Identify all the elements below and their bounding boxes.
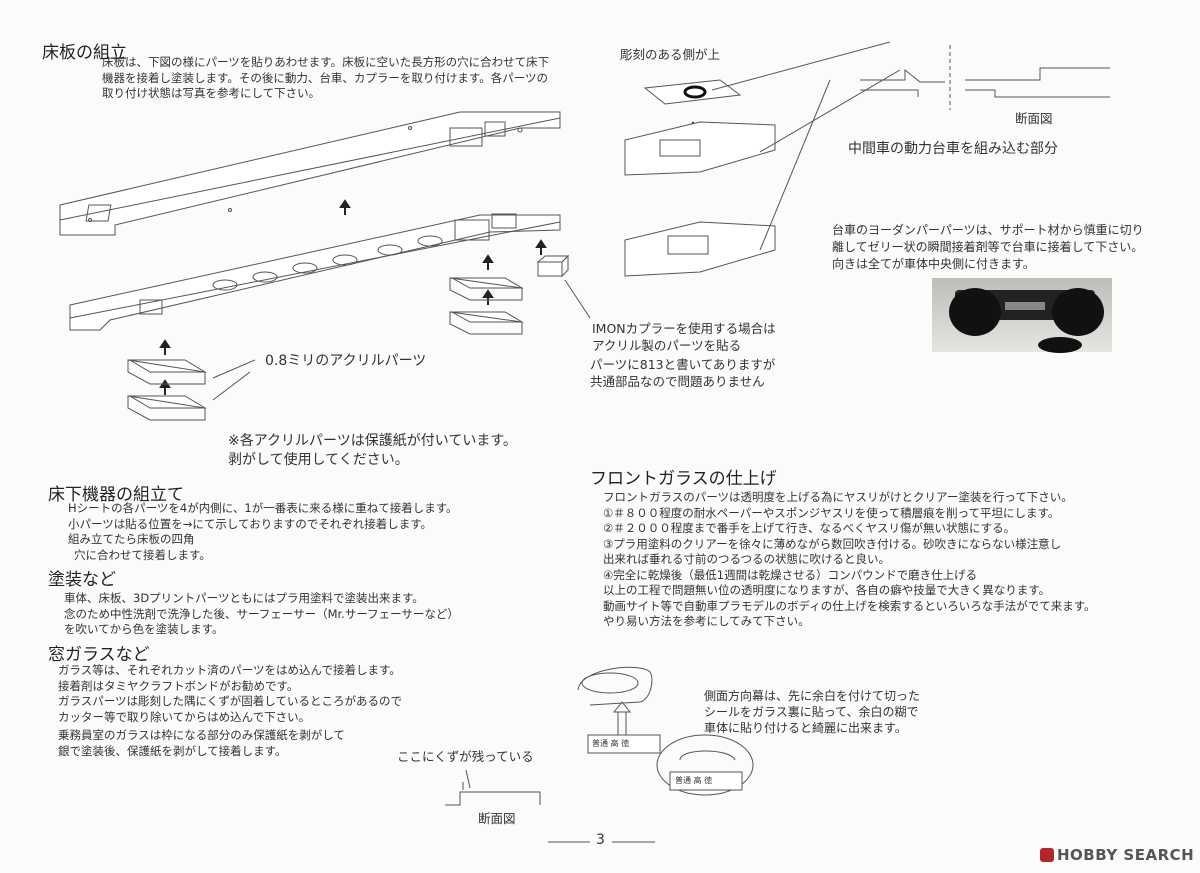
glass-body: ガラス等は、それぞれカット済のパーツをはめ込んで接着します。 接着剤はタミヤクラ… xyxy=(58,663,402,759)
hobbysearch-logo-icon xyxy=(1040,848,1054,862)
side-sign-illustration xyxy=(577,666,754,796)
protective-paper-note: ※各アクリルパーツは保護紙が付いています。 剥がして使用してください。 xyxy=(228,432,517,470)
bogie-note: 台車のヨーダンパーパーツは、サポート材から慎重に切り 離してゼリー状の瞬間接着剤… xyxy=(832,222,1144,273)
sign-sticker-text-inset: 普通 高 徳 xyxy=(675,776,713,785)
glass-line: ガラスパーツは彫刻した隅にくずが固着しているところがあるので xyxy=(58,694,402,708)
protective-note-line: 剥がして使用してください。 xyxy=(228,452,409,468)
engraved-side-label: 彫刻のある側が上 xyxy=(620,47,721,62)
page-number: 3 xyxy=(596,832,605,848)
painting-title: 塗装など xyxy=(48,570,116,590)
side-sign-line: 車体に貼り付けると綺麗に出来ます。 xyxy=(704,721,907,735)
painting-body: 車体、床板、3Dプリントパーツともにはプラ用塗料で塗装出来ます。 念のため中性洗… xyxy=(64,591,459,638)
underfloor-body: Hシートの各パーツを4が内側に、1が一番表に来る様に重ねて接着します。 小パーツ… xyxy=(68,501,458,563)
imon-coupler-note: IMONカプラーを使用する場合は アクリル製のパーツを貼る xyxy=(592,320,776,354)
underfloor-line: 組み立てたら床板の四角 xyxy=(68,532,195,546)
cross-section-top-label: 断面図 xyxy=(1015,111,1053,126)
bogie-note-line: 離してゼリー状の瞬間接着剤等で台車に接着して下さい。 xyxy=(832,240,1144,254)
front-glass-line: 出来れば垂れる寸前のつるつるの状態に吹けると良い。 xyxy=(603,552,891,566)
floor-line: 床板は、下図の様にパーツを貼りあわせます。床板に空いた長方形の穴に合わせて床下 xyxy=(102,55,550,69)
front-glass-line: ①＃８００程度の耐水ペーパーやスポンジヤスリを使って積層痕を削って平坦にします。 xyxy=(603,505,1060,520)
underfloor-line: Hシートの各パーツを4が内側に、1が一番表に来る様に重ねて接着します。 xyxy=(68,501,458,515)
painting-line: 念のため中性洗剤で洗浄した後、サーフェーサー（Mr.サーフェーサーなど） xyxy=(64,606,459,621)
acrylic-parts-label: 0.8ミリのアクリルパーツ xyxy=(265,353,427,369)
floor-line: 取り付け状態は写真を参考にして下さい。 xyxy=(102,86,321,100)
front-glass-line: やり易い方法を参考にしてみて下さい。 xyxy=(603,614,810,628)
front-glass-line: ④完全に乾燥後（最低1週間は乾燥させる）コンパウンドで磨き仕上げる xyxy=(603,567,978,582)
glass-line: カッター等で取り除いてからはめ込んで下さい。 xyxy=(58,709,311,724)
acrylic-plates-left xyxy=(127,359,207,421)
bogie-note-line: 向きは全てが車体中央側に付きます。 xyxy=(832,257,1035,271)
cross-section-top xyxy=(860,45,1110,110)
sign-sticker-text: 普通 高 徳 xyxy=(592,739,630,748)
parts-813-note: パーツに813と書いてありますが 共通部品なので問題ありません xyxy=(590,356,775,390)
glass-line: ガラス等は、それぞれカット済のパーツをはめ込んで接着します。 xyxy=(58,663,401,677)
glass-title: 窓ガラスなど xyxy=(48,645,150,665)
acrylic-plates-right xyxy=(449,254,570,335)
underfloor-title: 床下機器の組立て xyxy=(48,485,184,505)
bogie-note-line: 台車のヨーダンパーパーツは、サポート材から慎重に切り xyxy=(832,223,1144,237)
parts-813-line: パーツに813と書いてありますが xyxy=(590,357,776,372)
floor-title: 床板の組立 xyxy=(42,43,127,63)
protective-note-line: ※各アクリルパーツは保護紙が付いています。 xyxy=(228,433,517,449)
side-sign-note: 側面方向幕は、先に余白を付けて切った シールをガラス裏に貼って、余白の糊で 車体… xyxy=(704,688,920,736)
watermark: HOBBY SEARCH xyxy=(1040,846,1194,864)
front-glass-line: ②＃２０００程度まで番手を上げて行き、なるべくヤスリ傷が無い状態にする。 xyxy=(603,521,1016,535)
underfloor-line: 小パーツは貼る位置を→にて示しておりますのでそれぞれ接着します。 xyxy=(68,516,433,531)
front-glass-line: 動画サイト等で自動車プラモデルのボディの仕上げを検索するといろいろな手法がでて来… xyxy=(603,598,1096,613)
top-detail-plate xyxy=(624,41,901,277)
front-glass-body: フロントガラスのパーツは透明度を上げる為にヤスリがけとクリアー塗装を行って下さい… xyxy=(603,490,1096,630)
watermark-text: HOBBY SEARCH xyxy=(1057,846,1195,864)
floor-plate-lower xyxy=(69,213,561,331)
cross-section-bottom-label: 断面図 xyxy=(478,811,516,826)
bogie-photo xyxy=(932,278,1112,353)
cross-section-bottom xyxy=(445,769,541,806)
floor-plate-upper xyxy=(59,111,561,236)
glass-line: 接着剤はタミヤクラフトボンドがお勧めです。 xyxy=(58,678,299,693)
glass-line: 銀で塗装後、保護紙を剥がして接着します。 xyxy=(58,743,287,758)
underfloor-line: 穴に合わせて接着します。 xyxy=(74,547,211,562)
floor-body: 床板は、下図の様にパーツを貼りあわせます。床板に空いた長方形の穴に合わせて床下 … xyxy=(102,55,549,102)
side-sign-line: 側面方向幕は、先に余白を付けて切った xyxy=(704,689,921,703)
front-glass-title: フロントガラスの仕上げ xyxy=(590,469,777,489)
motor-bogie-label: 中間車の動力台車を組み込む部分 xyxy=(848,141,1058,157)
floor-line: 機器を接着し塗装します。その後に動力、台車、カプラーを取り付けます。各パーツの xyxy=(102,70,548,85)
side-sign-line: シールをガラス裏に貼って、余白の糊で xyxy=(704,705,919,719)
painting-line: を吹いてから色を塗装します。 xyxy=(64,622,224,636)
imon-coupler-line: アクリル製のパーツを貼る xyxy=(592,338,742,353)
front-glass-line: 以上の工程で問題無い位の透明度になりますが、各自の癖や技量で大きく異なります。 xyxy=(603,583,1051,597)
parts-813-line: 共通部品なので問題ありません xyxy=(590,374,765,389)
front-glass-line: ③プラ用塗料のクリアーを徐々に薄めながら数回吹き付ける。砂吹きにならない様注意し xyxy=(603,536,1062,551)
painting-line: 車体、床板、3Dプリントパーツともにはプラ用塗料で塗装出来ます。 xyxy=(64,591,424,605)
glass-line: 乗務員室のガラスは枠になる部分のみ保護紙を剥がして xyxy=(58,728,345,742)
front-glass-line: フロントガラスのパーツは透明度を上げる為にヤスリがけとクリアー塗装を行って下さい… xyxy=(603,490,1073,504)
imon-coupler-line: IMONカプラーを使用する場合は xyxy=(592,321,776,336)
debris-remains-label: ここにくずが残っている xyxy=(397,749,534,764)
